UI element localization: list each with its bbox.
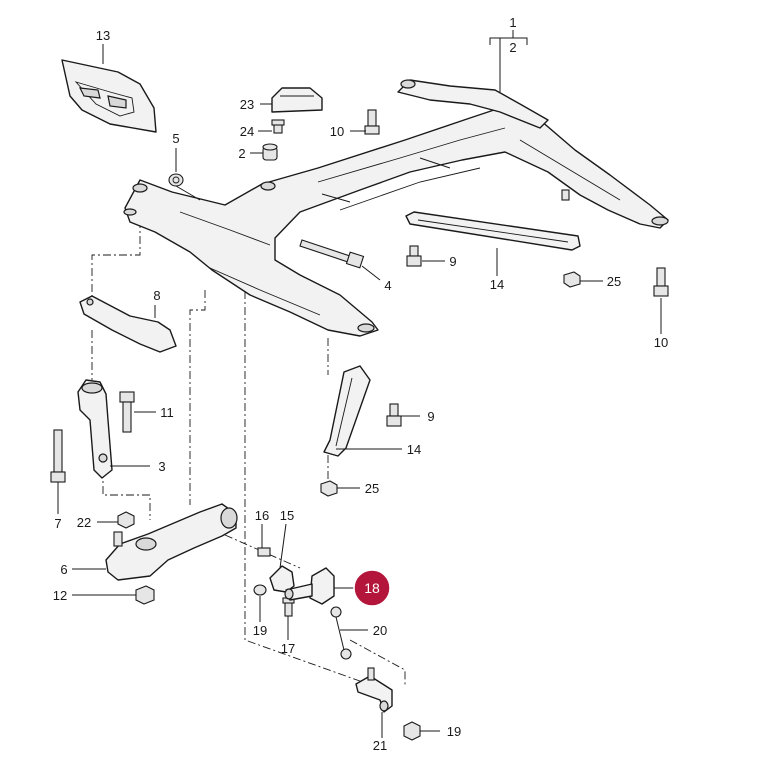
highlight-circle-18[interactable] [353,569,391,607]
callout-22[interactable]: 22 [77,515,91,530]
callout-1[interactable]: 1 [509,15,516,30]
callout-21[interactable]: 21 [373,738,387,753]
callout-5[interactable]: 5 [172,131,179,146]
callout-12[interactable]: 12 [53,588,67,603]
part-25-nut-top [563,271,581,288]
callout-17[interactable]: 17 [281,641,295,656]
callout-10-top[interactable]: 10 [330,124,344,139]
part-17-screw [282,597,295,617]
part-4-bolt [299,239,365,269]
callout-15[interactable]: 15 [280,508,294,523]
callout-25-top[interactable]: 25 [607,274,621,289]
part-18-sensor [284,567,335,605]
part-10-bolt-right [653,267,669,297]
callout-19-left[interactable]: 19 [253,623,267,638]
part-8-bracket [79,295,177,353]
callout-4[interactable]: 4 [384,278,391,293]
callout-9-top[interactable]: 9 [449,254,456,269]
callout-6[interactable]: 6 [60,562,67,577]
callout-18[interactable]: 18 [364,580,380,596]
callout-16[interactable]: 16 [255,508,269,523]
part-11-bolt [119,391,135,433]
part-9-bolt-mid [386,403,402,427]
part-22-nut [117,511,135,529]
leader-lines [57,30,662,738]
callout-20[interactable]: 20 [373,623,387,638]
part-2-bushing [262,143,278,161]
part-19-nut-right [403,721,421,741]
part-25-nut-bottom [320,480,338,497]
callout-23[interactable]: 23 [240,97,254,112]
subframe-part-1 [123,79,669,337]
part-3-engine-mount [77,379,113,479]
assembly-lines [91,220,406,691]
callout-2[interactable]: 2 [509,40,516,55]
callout-7[interactable]: 7 [54,516,61,531]
part-14-strut-top [405,211,581,251]
part-24-screw [271,119,285,134]
callout-14-top[interactable]: 14 [490,277,504,292]
callout-labels: 1 2 13 23 24 2 5 10 8 4 9 14 25 10 9 14 … [53,15,668,753]
callout-10-right[interactable]: 10 [654,335,668,350]
part-23-mount [271,87,323,113]
part-5-nut [168,173,184,187]
part-10-bolt-top [364,109,380,135]
part-19-nut-left [253,584,267,596]
callout-13[interactable]: 13 [96,28,110,43]
callout-9-mid[interactable]: 9 [427,409,434,424]
part-14-strut-mid [323,365,371,457]
callout-14-mid[interactable]: 14 [407,442,421,457]
callout-8[interactable]: 8 [153,288,160,303]
callout-19-right[interactable]: 19 [447,724,461,739]
part-9-bolt-top [406,245,422,267]
callout-3[interactable]: 3 [158,459,165,474]
part-20-link-rod [330,606,352,660]
part-16-screw [257,547,271,557]
part-15-bracket [269,565,295,593]
callout-11[interactable]: 11 [160,405,174,420]
part-21-bracket [355,667,393,713]
callout-25-bottom[interactable]: 25 [365,481,379,496]
part-12-nut [135,585,155,605]
part-7-bolt [50,429,66,483]
part-6-link [105,503,238,581]
callout-2-bushing[interactable]: 2 [238,146,245,161]
part-13-bracket [61,59,157,133]
callout-24[interactable]: 24 [240,124,254,139]
